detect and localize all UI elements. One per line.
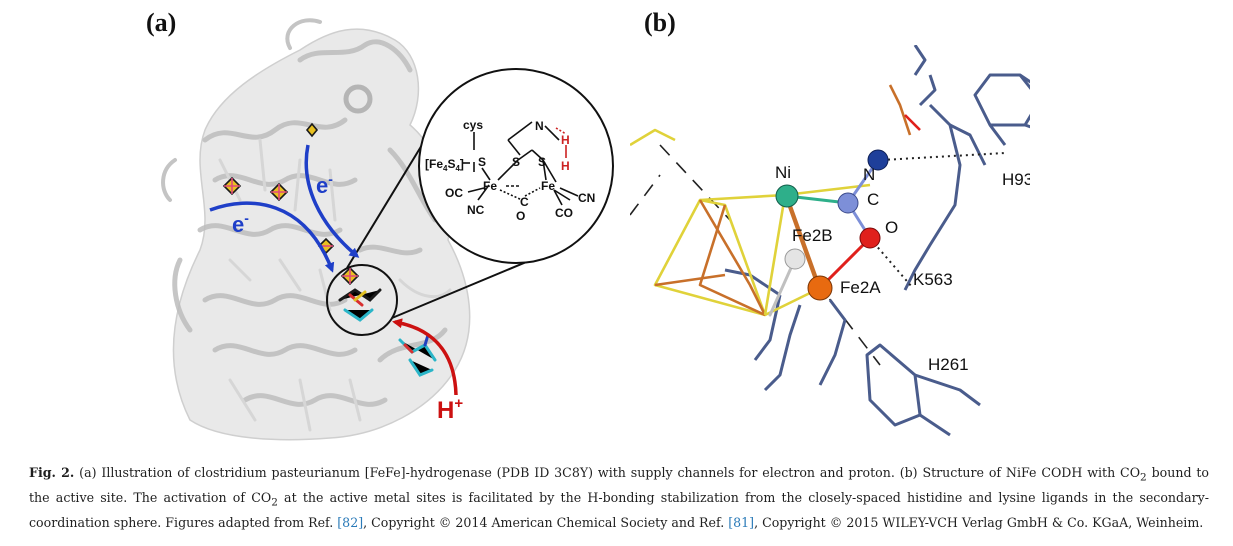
panel-a-label: (a) (146, 8, 177, 37)
n-label: N (863, 165, 875, 184)
inset-co: CO (555, 206, 573, 220)
figure-caption: Fig. 2. (a) Illustration of clostridium … (29, 463, 1209, 533)
panel-b-codh-structure: Ni N C O Fe2B Fe2A H93 K563 H261 (630, 45, 1030, 437)
caption-text-1: (a) Illustration of clostridium pasteuri… (74, 465, 1141, 480)
inset-bridge-o: O (516, 209, 525, 223)
proton-arrow (392, 318, 458, 396)
k563-label: K563 (913, 270, 953, 289)
zoom-line-top (346, 139, 426, 269)
electron-arrow-1 (209, 201, 335, 273)
active-site-zoom-circle (326, 264, 398, 336)
caption-ref-82-link[interactable]: [82] (337, 515, 364, 531)
o-label: O (885, 218, 898, 237)
inset-s-mid2: S (538, 155, 546, 169)
h261-label: H261 (928, 355, 969, 374)
caption-text-4: , Copyright © 2014 American Chemical Soc… (363, 515, 729, 531)
inset-h2: H (561, 159, 570, 173)
h-cluster-inset: cys [Fe4S4] S S S N H H Fe Fe OC NC CN C… (418, 68, 614, 264)
inset-nc: NC (467, 203, 485, 217)
c-atom (837, 192, 859, 214)
figure: (a) (b) (146, 8, 1030, 441)
panel-a-hydrogenase-illustration: cys [Fe4S4] S S S N H H Fe Fe OC NC CN C… (161, 18, 614, 441)
inset-s-mid1: S (512, 155, 520, 169)
caption-text-2: bound to the active site. The activation… (29, 465, 1210, 506)
ni-atom (775, 184, 799, 208)
inset-fe2: Fe (541, 179, 555, 193)
inset-n: N (535, 119, 544, 133)
caption-fig-number: Fig. 2. (29, 465, 75, 480)
fe2b-label: Fe2B (792, 226, 833, 245)
electron-arrow-2 (304, 144, 360, 258)
inset-bridge-c: C (520, 195, 529, 209)
caption-ref-81-link[interactable]: [81] (728, 515, 755, 531)
electron-label-2: e- (316, 171, 333, 198)
fe2a-label: Fe2A (840, 278, 881, 297)
caption-text-3: at the active metal sites is facilitated… (29, 490, 1209, 531)
hydrogen-bond-lines (873, 152, 1006, 288)
fe2b-atom (784, 248, 806, 270)
inset-cn: CN (578, 191, 595, 205)
ni-label: Ni (775, 163, 791, 182)
inset-oc: OC (445, 186, 463, 200)
c-label: C (867, 190, 879, 209)
caption-sub-1: 2 (1140, 471, 1147, 484)
proton-label: H+ (437, 395, 463, 424)
dashed-guide-lines (630, 144, 881, 366)
inset-h1: H (561, 133, 570, 147)
caption-sub-2: 2 (271, 496, 278, 509)
fes-cluster-sticks (630, 84, 921, 317)
inset-fe1: Fe (483, 179, 497, 193)
electron-label-1: e- (232, 210, 249, 237)
caption-text-5: , Copyright © 2015 WILEY-VCH Verlag GmbH… (754, 515, 1204, 531)
inset-s-left: S (478, 155, 486, 169)
h93-label: H93 (1002, 170, 1030, 189)
fe2a-atom (807, 275, 833, 301)
panel-b-label: (b) (644, 8, 676, 37)
active-site-sticks (338, 288, 437, 377)
inset-cys: cys (463, 118, 483, 132)
inset-fe4s4: [Fe4S4] (425, 157, 464, 173)
n-atom (867, 149, 889, 171)
o-atom (859, 227, 881, 249)
atoms (775, 149, 889, 301)
protein-ribbon (161, 18, 471, 441)
